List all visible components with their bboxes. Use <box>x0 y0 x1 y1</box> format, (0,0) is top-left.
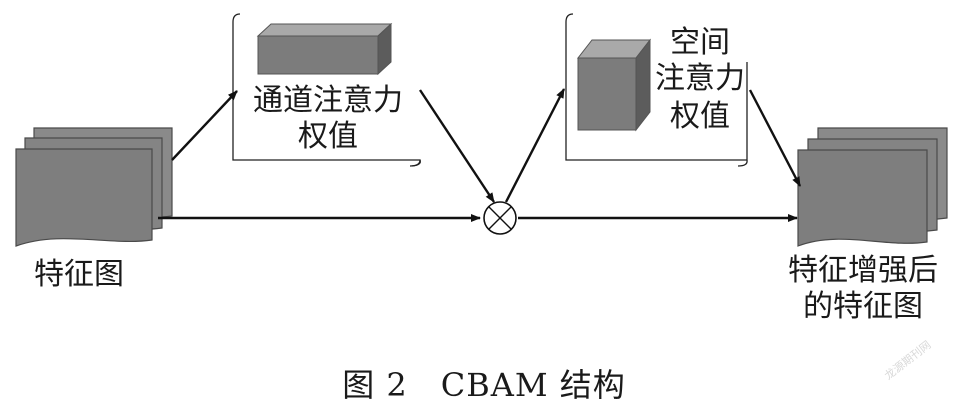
channel-attention-cuboid <box>256 22 393 76</box>
arrow-channel-to-multiply <box>418 89 496 203</box>
multiply-operator-icon <box>483 201 517 235</box>
arrow-spatial-to-output <box>748 89 802 187</box>
spatial-attention-cube <box>576 38 652 132</box>
output-feature-map-label-line2: 的特征图 <box>803 289 923 324</box>
arrow-multiply-to-spatial <box>504 88 566 203</box>
spatial-attention-label-line1: 空间 <box>670 25 730 60</box>
output-feature-map-label-line1: 特征增强后 <box>788 253 938 288</box>
figure-caption: 图 2 CBAM 结构 <box>342 366 626 404</box>
channel-attention-label-line1: 通道注意力 <box>253 83 403 118</box>
spatial-attention-panel-border <box>565 13 747 161</box>
spatial-attention-label-line3: 权值 <box>670 99 730 134</box>
input-feature-map-label: 特征图 <box>34 257 124 292</box>
channel-attention-label-line2: 权值 <box>298 119 358 154</box>
output-feature-map-stack <box>797 127 948 247</box>
spatial-attention-label-line2: 注意力 <box>655 61 745 96</box>
arrow-input-to-channel <box>171 90 238 161</box>
input-feature-map-stack <box>15 127 173 247</box>
